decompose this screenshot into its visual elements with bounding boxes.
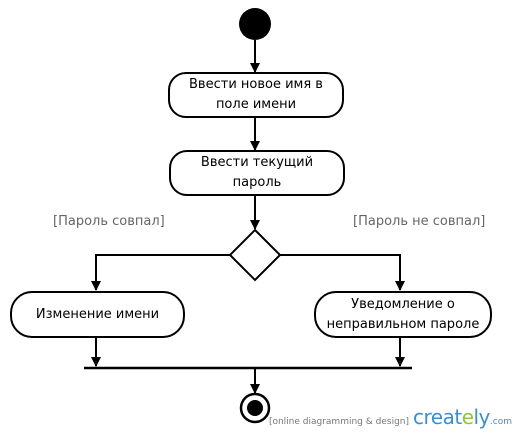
activity-enter-password: Ввести текущий пароль [169,150,345,196]
activity-notify-wrong-password: Уведомление о неправильном пароле [314,291,492,338]
activity-enter-name: Ввести новое имя в поле имени [168,72,344,118]
watermark-domain: .com [489,417,512,427]
activity-change-name: Изменение имени [10,291,185,338]
guard-password-match: [Пароль совпал] [53,214,165,229]
initial-node [239,8,271,40]
creately-watermark: [online diagramming & design] creately .… [269,405,512,429]
decision-node [228,228,282,282]
creately-logo: creately [413,405,490,429]
flow-decision-to-change-name [91,254,230,291]
flow-decision-to-notify [280,254,405,291]
final-node-inner [247,400,263,416]
guard-password-no-match: [Пароль не совпал] [353,214,486,229]
watermark-tagline: [online diagramming & design] [268,417,409,427]
